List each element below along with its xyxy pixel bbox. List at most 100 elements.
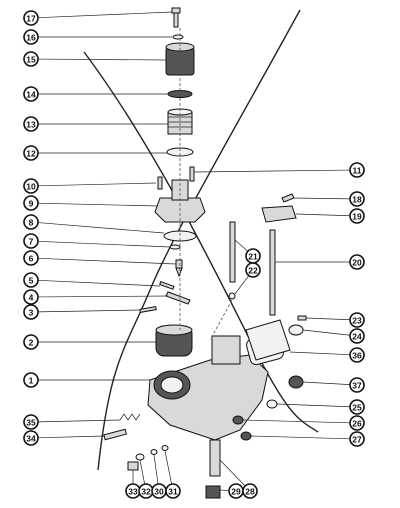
part-18-screw	[281, 193, 295, 203]
callout-leader-26	[242, 419, 351, 424]
callout-circle-20	[349, 254, 365, 270]
callout-number-5: 5	[29, 276, 34, 286]
callout-number-17: 17	[26, 14, 36, 24]
callout-leader-17	[37, 11, 173, 19]
callout-number-1: 1	[29, 376, 34, 386]
part-29-cap	[205, 485, 221, 499]
callout-leader-35	[37, 419, 121, 423]
callout-leader-23	[305, 317, 351, 321]
callout-leader-27	[250, 435, 351, 440]
part-26-nut	[232, 415, 244, 425]
callout-leader-34	[37, 435, 105, 439]
callout-leader-36	[289, 351, 351, 356]
hose-line-right	[97, 9, 301, 471]
callout-number-18: 18	[352, 195, 362, 205]
callout-number-11: 11	[353, 166, 362, 176]
part-3-pin	[139, 306, 157, 313]
part-28-jet	[209, 439, 221, 477]
callout-group: 1716151413121098765432135341118192122202…	[23, 10, 365, 499]
part-37-cap	[288, 375, 304, 389]
part-33-plug	[127, 461, 139, 471]
callout-circle-10	[23, 178, 39, 194]
part-21-rod	[229, 221, 236, 283]
callout-number-27: 27	[352, 435, 362, 445]
callout-number-36: 36	[352, 351, 362, 361]
callout-number-15: 15	[26, 55, 36, 65]
callout-number-34: 34	[26, 434, 36, 444]
callout-number-26: 26	[352, 419, 362, 429]
callout-number-31: 31	[168, 487, 178, 497]
callout-circle-34	[23, 430, 39, 446]
callout-number-3: 3	[29, 308, 34, 318]
part-11-screw	[189, 166, 195, 182]
part-4-lever	[165, 291, 191, 305]
callout-number-37: 37	[352, 381, 362, 391]
callout-circle-11	[349, 162, 365, 178]
callout-circle-15	[23, 51, 39, 67]
callout-number-4: 4	[29, 293, 34, 303]
callout-circle-28	[242, 483, 258, 499]
callout-circle-13	[23, 116, 39, 132]
callout-leader-28	[219, 459, 246, 487]
callout-circle-9	[23, 195, 39, 211]
part-10-screw	[157, 176, 163, 190]
callout-circle-14	[23, 86, 39, 102]
callout-leader-5	[37, 279, 161, 287]
callout-circle-12	[23, 145, 39, 161]
callout-circle-37	[349, 377, 365, 393]
callout-circle-5	[23, 272, 39, 288]
callout-circle-22	[245, 262, 261, 278]
callout-circle-31	[165, 483, 181, 499]
part-2-float	[155, 324, 193, 357]
callout-circle-1	[23, 372, 39, 388]
callout-number-32: 32	[141, 487, 151, 497]
callout-number-23: 23	[352, 316, 362, 326]
alignment-line	[209, 299, 233, 341]
callout-number-2: 2	[29, 338, 34, 348]
part-24-washer	[288, 324, 304, 336]
callout-circle-26	[349, 415, 365, 431]
callout-leader-3	[37, 309, 141, 313]
callout-number-28: 28	[245, 487, 255, 497]
callout-number-25: 25	[352, 403, 362, 413]
callout-circle-18	[349, 191, 365, 207]
callout-leader-30	[153, 454, 159, 485]
callout-circle-25	[349, 399, 365, 415]
part-32-washer	[135, 453, 145, 461]
callout-number-10: 10	[26, 182, 36, 192]
callout-leader-18	[293, 197, 351, 200]
callout-circle-35	[23, 414, 39, 430]
part-22-ring	[228, 292, 236, 300]
callout-number-21: 21	[248, 252, 258, 262]
callout-leader-22	[234, 275, 250, 295]
part-19-bracket	[261, 205, 297, 223]
callout-circle-2	[23, 334, 39, 350]
part-17-screw	[171, 7, 181, 28]
callout-number-29: 29	[231, 487, 241, 497]
callout-leader-7	[37, 240, 171, 248]
callout-number-20: 20	[352, 258, 362, 268]
callout-leader-11	[193, 169, 351, 173]
callout-leader-10	[37, 182, 157, 187]
callout-leader-8	[37, 222, 165, 234]
callout-circle-8	[23, 214, 39, 230]
part-7-seal	[169, 244, 181, 250]
callout-number-35: 35	[26, 418, 36, 428]
part-25-plug	[266, 399, 278, 409]
callout-circle-7	[23, 233, 39, 249]
callout-leader-24	[302, 329, 351, 336]
callout-circle-4	[23, 289, 39, 305]
callout-number-9: 9	[29, 199, 34, 209]
part-27-nut	[240, 431, 252, 441]
callout-number-13: 13	[26, 120, 36, 130]
callout-leader-6	[37, 257, 177, 265]
callout-circle-6	[23, 250, 39, 266]
callout-leader-19	[295, 213, 351, 217]
callout-number-19: 19	[352, 212, 362, 222]
callout-circle-19	[349, 208, 365, 224]
part-20-rod	[269, 229, 276, 316]
callout-leader-4	[37, 295, 169, 298]
part-5-pin	[159, 281, 175, 290]
callout-number-7: 7	[29, 237, 34, 247]
